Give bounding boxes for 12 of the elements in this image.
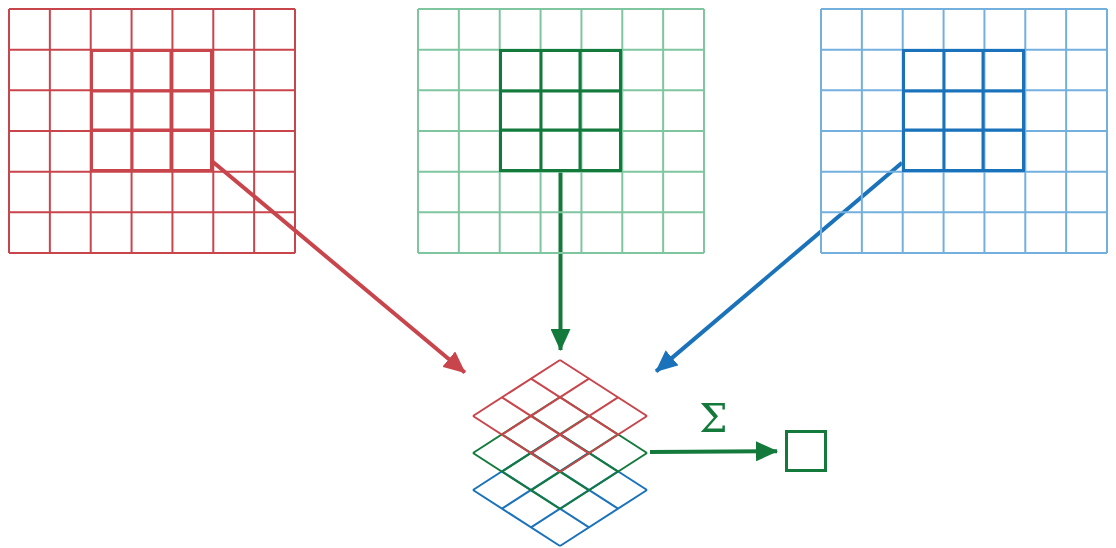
- grid-drawing: [820, 8, 1108, 254]
- grid-drawing: [417, 8, 705, 254]
- grid-drawing: [8, 8, 296, 254]
- kernel-window: [499, 49, 622, 172]
- output-square: [785, 430, 827, 472]
- arrow: [211, 160, 467, 375]
- arrow: [550, 172, 571, 351]
- arrow: [654, 161, 904, 373]
- kernel-window: [90, 49, 213, 172]
- arrow: [650, 441, 778, 462]
- layered-grid-drawing: [471, 358, 650, 547]
- kernel-window: [902, 49, 1025, 172]
